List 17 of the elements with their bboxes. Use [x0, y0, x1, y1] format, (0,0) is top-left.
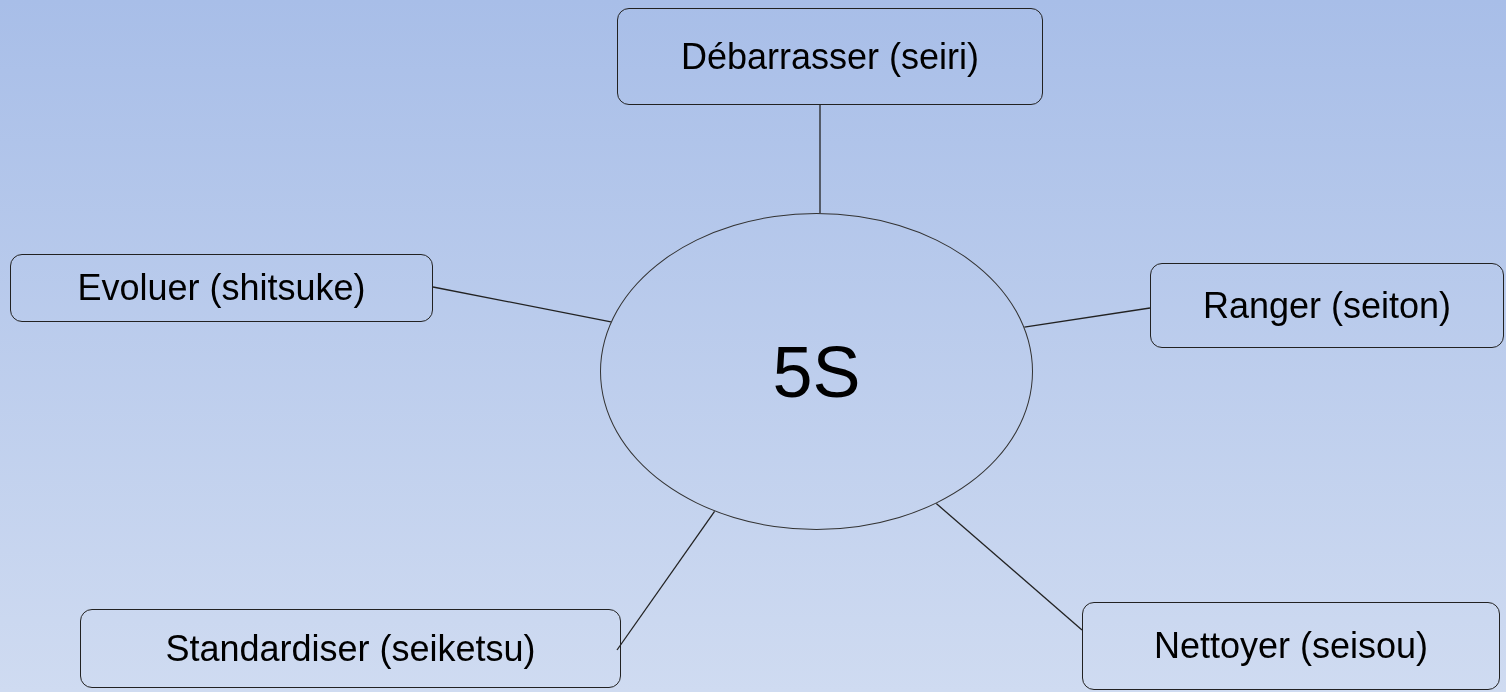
label-box	[1082, 602, 1500, 690]
center-ellipse	[600, 213, 1033, 530]
label-box	[80, 609, 621, 688]
connector-line	[819, 104, 821, 214]
connector-line	[432, 286, 612, 323]
node-label: Evoluer (shitsuke)	[77, 266, 366, 310]
connector-line	[1023, 307, 1151, 328]
label-box	[617, 8, 1043, 105]
node-label: Standardiser (seiketsu)	[165, 626, 536, 671]
connector-line	[616, 510, 716, 651]
label-box	[1150, 263, 1504, 348]
connector-line	[935, 502, 1083, 631]
node-label: Débarrasser (seiri)	[680, 34, 980, 79]
node-label: Nettoyer (seisou)	[1153, 624, 1429, 668]
center-title: 5S	[772, 330, 861, 414]
label-box	[10, 254, 433, 322]
node-label: Ranger (seiton)	[1202, 283, 1452, 328]
